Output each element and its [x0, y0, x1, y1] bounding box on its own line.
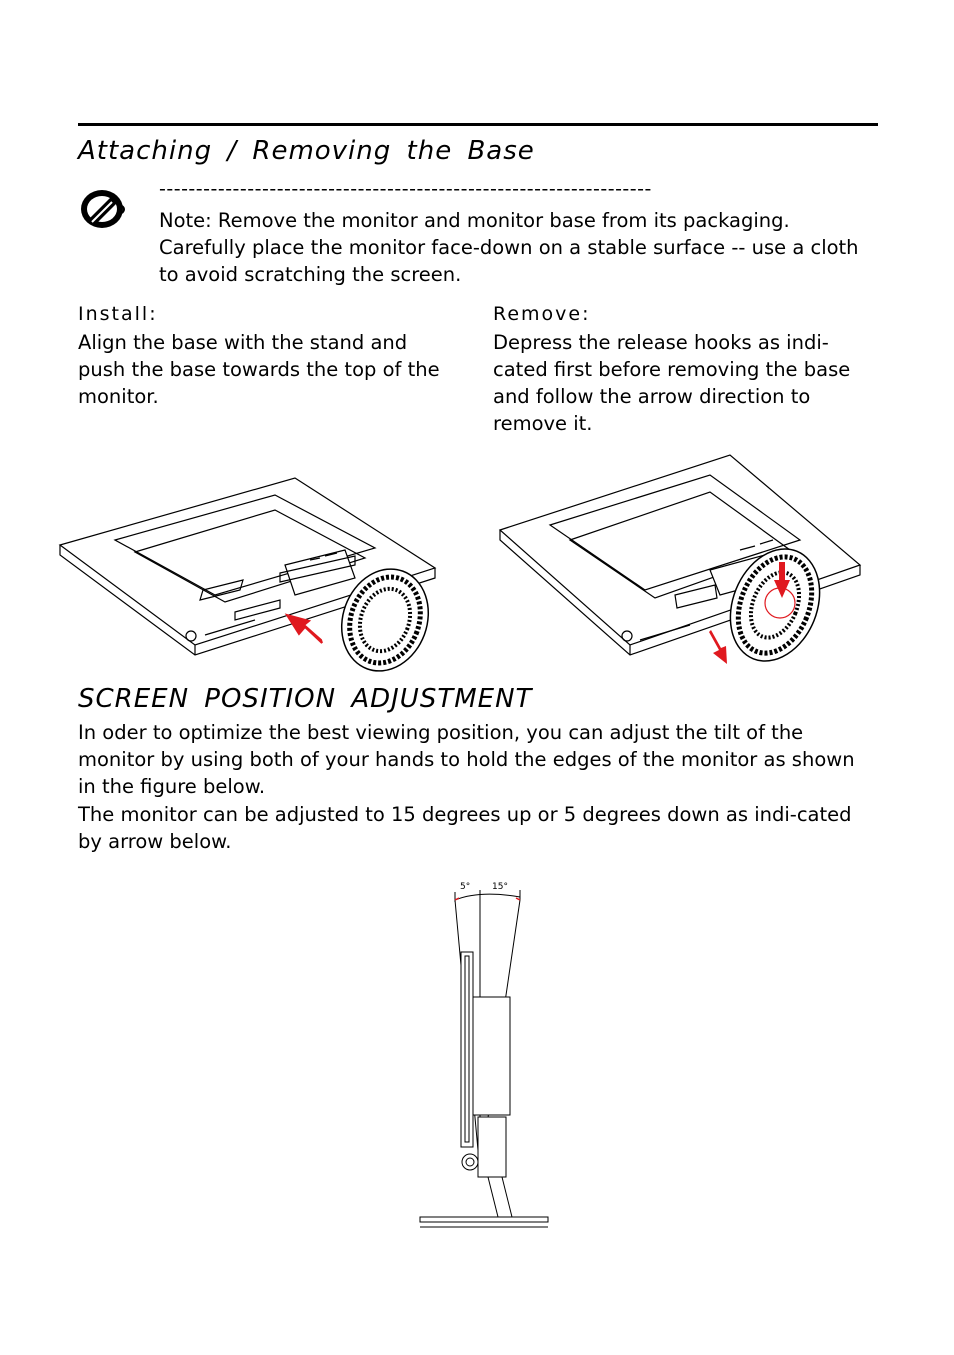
screen-position-para-2: The monitor can be adjusted to 15 degree…	[78, 803, 852, 853]
red-arrow-icon	[284, 613, 323, 644]
red-arrow-icon	[774, 562, 790, 598]
section-title-screen-position: SCREEN POSITION ADJUSTMENT	[78, 684, 533, 714]
tilt-illustration: 5° 15°	[419, 882, 549, 1228]
install-text: Align the base with the stand and push t…	[78, 331, 440, 408]
remove-text: Depress the release hooks as indi-cated …	[493, 331, 851, 435]
note-pencil-icon	[81, 190, 125, 228]
remove-base	[729, 548, 821, 662]
install-heading: Install:	[78, 303, 158, 325]
section-title-attaching-base: Attaching / Removing the Base	[78, 136, 535, 166]
red-arrow-icon	[709, 630, 727, 664]
install-illustration	[58, 477, 437, 672]
install-base	[340, 568, 430, 672]
note-text: Note: Remove the monitor and monitor bas…	[159, 209, 859, 286]
remove-illustration	[498, 454, 862, 664]
tilt-down-label: 5°	[460, 882, 470, 892]
note-separator: ----------------------------------------…	[159, 178, 652, 200]
top-rule	[78, 123, 878, 126]
remove-heading: Remove:	[493, 303, 591, 325]
screen-position-para-1: In oder to optimize the best viewing pos…	[78, 721, 855, 798]
tilt-up-label: 15°	[492, 882, 508, 892]
